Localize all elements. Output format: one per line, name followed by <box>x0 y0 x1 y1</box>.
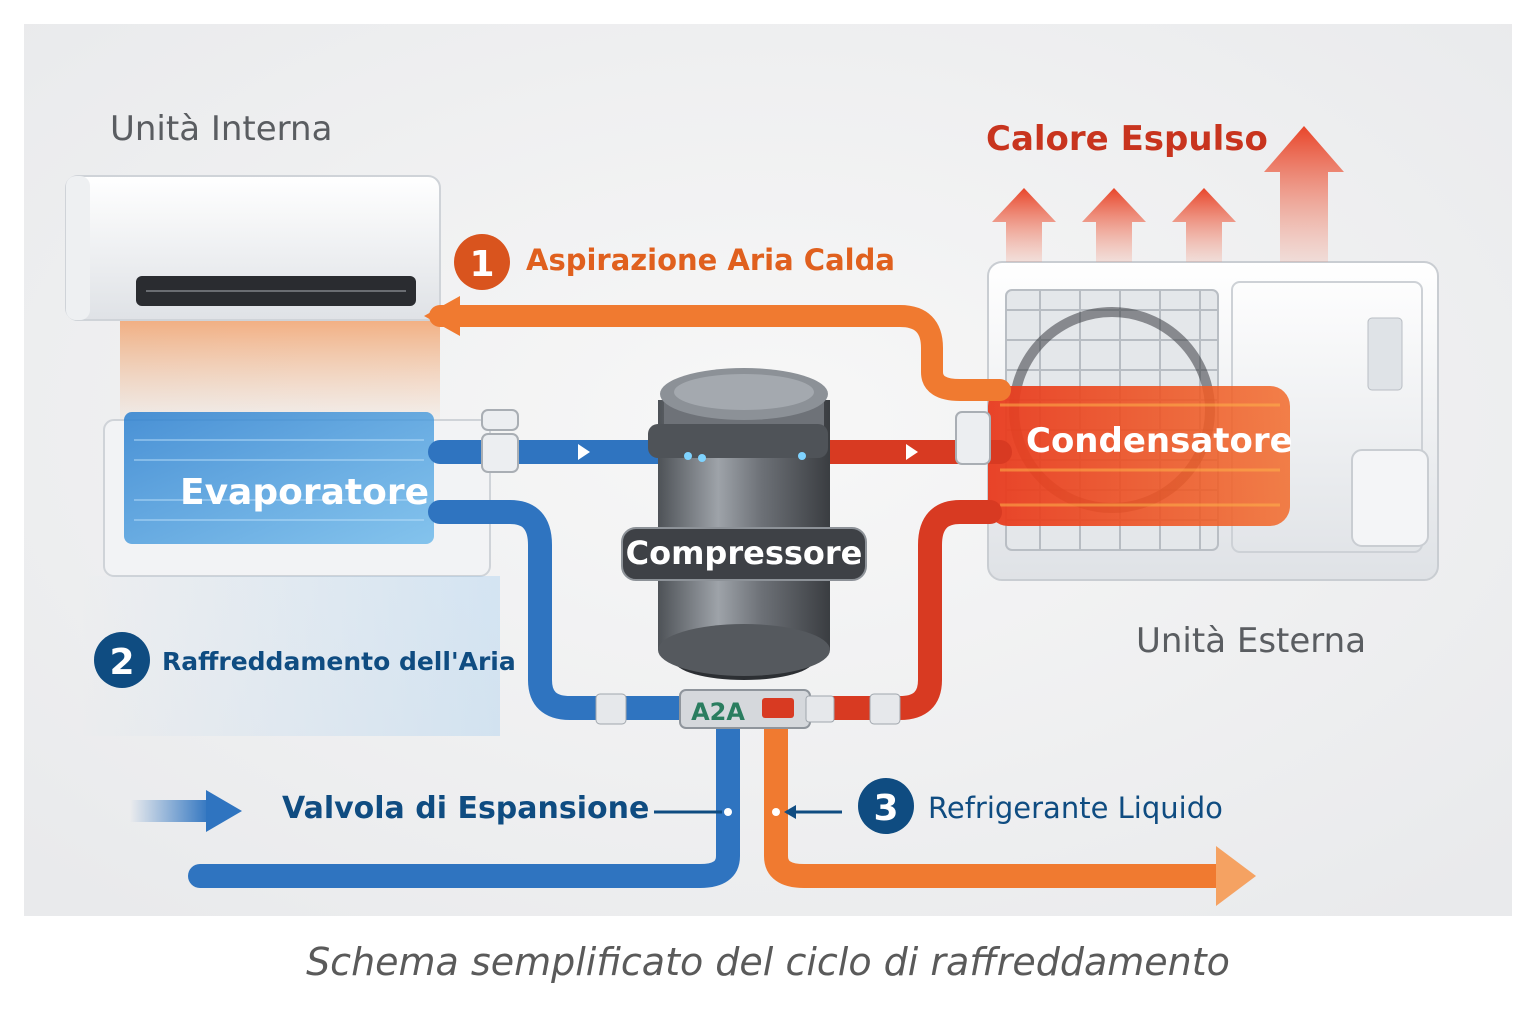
warm-outlet-arrow-icon <box>1216 846 1256 906</box>
step-3-label: Refrigerante Liquido <box>928 791 1223 825</box>
heat-arrow-icon <box>992 188 1056 262</box>
step-2-label: Raffreddamento dell'Aria <box>162 647 516 676</box>
heat-arrow-icon <box>1172 188 1236 262</box>
indoor-unit-label: Unità Interna <box>110 109 332 149</box>
evaporator-coil <box>124 412 434 544</box>
step-1-badge <box>454 234 510 290</box>
refrigerant-pointer-icon <box>784 805 796 819</box>
pipe-fittings <box>481 409 991 473</box>
compressor-unit <box>621 368 867 680</box>
condenser-label: Condensatore <box>1026 421 1293 461</box>
heat-arrow-large-icon <box>1264 126 1344 262</box>
cool-air-mist <box>80 576 500 736</box>
evaporator-return-pipe <box>428 500 712 720</box>
compressor-label: Compressore <box>626 534 863 572</box>
inlet-flow-arrow-icon <box>130 790 242 832</box>
compressor-label-plate <box>621 527 867 581</box>
diagram-caption: Schema semplificato del ciclo di raffred… <box>306 940 1230 984</box>
expansion-valve-label: Valvola di Espansione <box>282 791 649 826</box>
cold-outlet-pipe <box>188 714 740 888</box>
indoor-split-unit <box>65 175 441 321</box>
step-3-number: 3 <box>873 788 898 829</box>
outdoor-unit-label: Unità Esterna <box>1136 621 1366 661</box>
heat-expelled-arrows <box>992 126 1344 262</box>
step-1-label: Aspirazione Aria Calda <box>526 243 895 277</box>
step-3-badge <box>858 778 914 834</box>
valve-badge-label: A2A <box>691 698 745 726</box>
evaporator-housing <box>103 412 491 577</box>
condenser-coil <box>988 386 1290 526</box>
expansion-valve <box>595 689 901 816</box>
heat-expelled-label: Calore Espulso <box>986 119 1268 159</box>
warm-air-flow <box>120 310 440 430</box>
step-1-number: 1 <box>469 244 494 285</box>
heat-arrow-icon <box>1082 188 1146 262</box>
condenser-liquid-pipe <box>758 500 1002 720</box>
warm-air-arrow-icon <box>424 296 460 336</box>
warm-air-line <box>429 305 1011 401</box>
warm-outlet-pipe <box>764 714 1232 888</box>
evaporator-label: Evaporatore <box>180 472 429 513</box>
step-2-badge <box>94 632 150 688</box>
step-2-number: 2 <box>109 642 134 683</box>
